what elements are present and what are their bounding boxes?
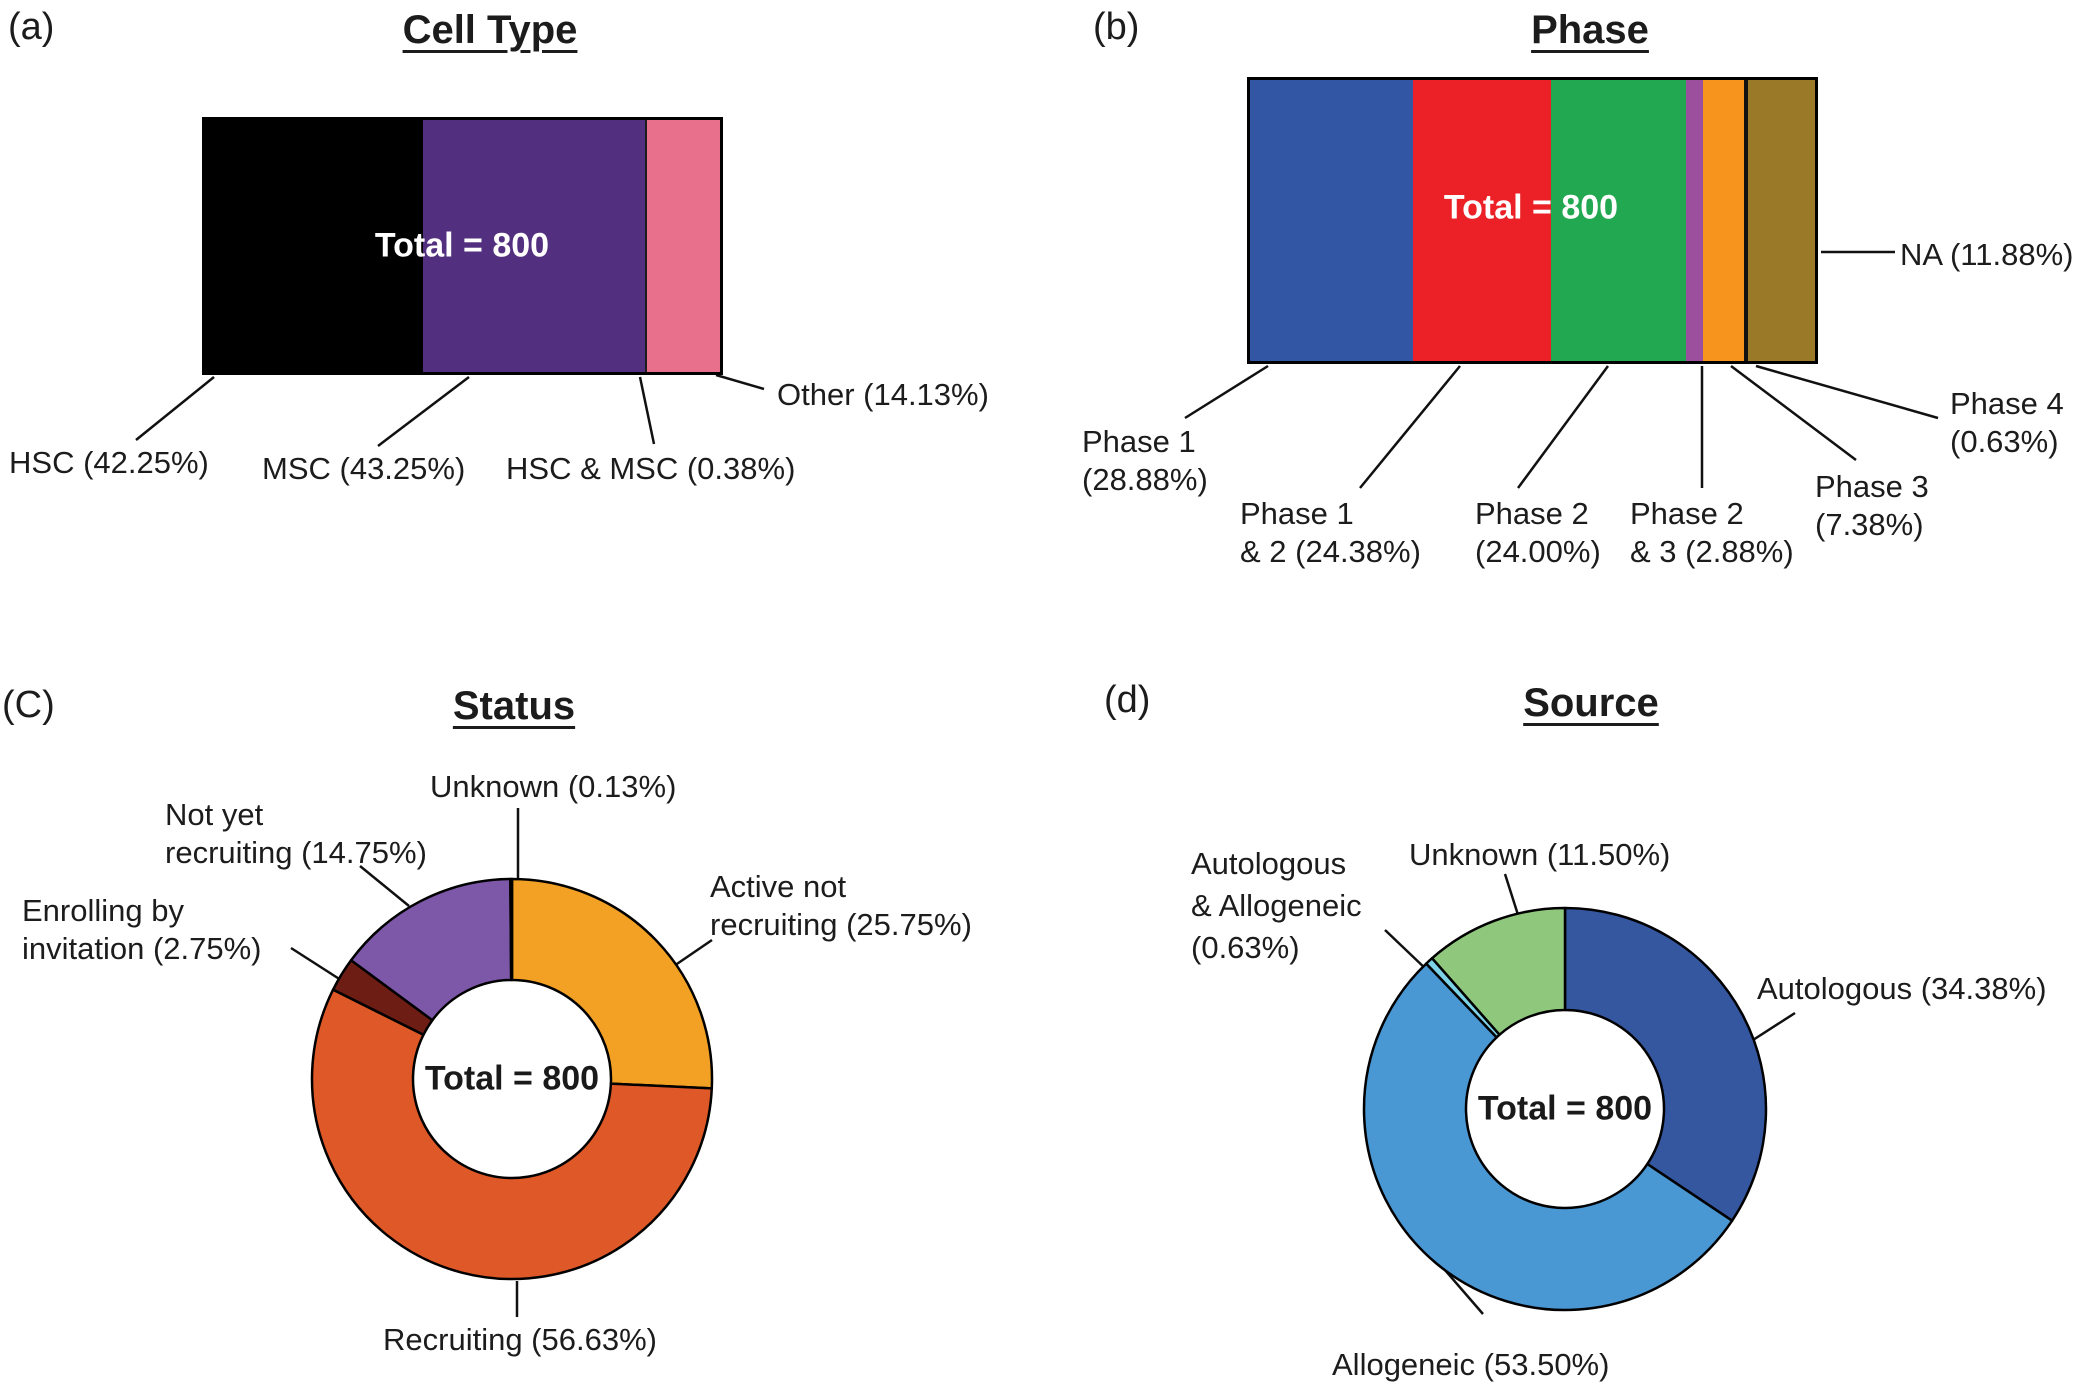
donut-slice-active-not-recruiting bbox=[510, 877, 714, 1090]
donut-slice-allogeneic bbox=[1362, 962, 1734, 1312]
bar-segment-phase-1 bbox=[1250, 80, 1414, 361]
bar-segment-hsc bbox=[205, 120, 423, 372]
bar-segment-other bbox=[647, 120, 720, 372]
leader-line bbox=[715, 373, 765, 391]
cell-type-bar bbox=[202, 117, 723, 375]
leader-line bbox=[290, 946, 345, 984]
donut-slice-enrolling-by-invitation bbox=[331, 958, 434, 1037]
leader-line bbox=[377, 376, 470, 447]
donut-slice-not-yet-recruiting bbox=[349, 877, 513, 1022]
leader-line bbox=[1503, 873, 1521, 919]
label-unknown-status: Unknown (0.13%) bbox=[430, 769, 677, 804]
label-hsc: HSC (42.25%) bbox=[9, 445, 209, 480]
bar-segment-msc bbox=[422, 120, 646, 372]
label-phase-4: Phase 4 (0.63%) bbox=[1950, 386, 2064, 459]
leader-line bbox=[670, 938, 713, 970]
bar-segment-na bbox=[1747, 80, 1816, 361]
label-autologous: Autologous (34.38%) bbox=[1757, 971, 2047, 1006]
bar-segment-phase-4 bbox=[1744, 80, 1748, 361]
leader-line bbox=[1752, 1011, 1796, 1042]
label-phase-3: Phase 3 (7.38%) bbox=[1815, 469, 1929, 542]
label-enrolling-by-invitation: Enrolling by invitation (2.75%) bbox=[22, 893, 262, 966]
bar-segment-hsc-msc bbox=[645, 120, 648, 372]
leader-line bbox=[1384, 929, 1429, 972]
donut-slice-recruiting bbox=[310, 988, 714, 1281]
label-phase-2-3: Phase 2 & 3 (2.88%) bbox=[1630, 496, 1794, 569]
label-other: Other (14.13%) bbox=[777, 377, 989, 412]
donut-slice-unknown bbox=[509, 877, 514, 982]
panel-letter-c: (C) bbox=[2, 684, 55, 726]
panel-letter-a: (a) bbox=[8, 6, 55, 48]
leader-line bbox=[638, 376, 656, 445]
donut-slice-autologous-allogeneic bbox=[1424, 956, 1501, 1039]
total-label: Total = 800 bbox=[424, 1059, 600, 1098]
panel-letter-d: (d) bbox=[1104, 679, 1151, 721]
bar-segment-phase-2 bbox=[1550, 80, 1687, 361]
donut-slice-unknown bbox=[1430, 906, 1567, 1036]
label-allogeneic: Allogeneic (53.50%) bbox=[1332, 1347, 1610, 1382]
donut-slice-autologous bbox=[1563, 906, 1768, 1222]
leader-line bbox=[1437, 1261, 1484, 1315]
panel-letter-b: (b) bbox=[1093, 6, 1140, 48]
leader-line bbox=[135, 376, 215, 441]
leader-line bbox=[1516, 365, 1610, 489]
label-active-not-recruiting: Active not recruiting (25.75%) bbox=[710, 869, 972, 942]
label-recruiting: Recruiting (56.63%) bbox=[383, 1322, 657, 1357]
label-hsc-msc: HSC & MSC (0.38%) bbox=[506, 451, 796, 486]
bar-segment-phase-3 bbox=[1702, 80, 1745, 361]
total-label: Total = 800 bbox=[374, 226, 550, 265]
panel-title-source: Source bbox=[1523, 681, 1659, 725]
total-label: Total = 800 bbox=[1477, 1089, 1653, 1128]
panel-title-phase: Phase bbox=[1531, 8, 1649, 52]
panel-title-status: Status bbox=[452, 684, 576, 728]
label-msc: MSC (43.25%) bbox=[262, 451, 466, 486]
label-autologous-allogeneic: Autologous & Allogeneic (0.63%) bbox=[1191, 846, 1362, 965]
total-label: Total = 800 bbox=[1443, 188, 1619, 227]
leader-line bbox=[1730, 365, 1857, 461]
label-phase-2: Phase 2 (24.00%) bbox=[1475, 496, 1601, 569]
label-na: NA (11.88%) bbox=[1900, 237, 2074, 272]
leader-line bbox=[359, 865, 410, 907]
label-unknown-source: Unknown (11.50%) bbox=[1409, 837, 1671, 872]
bar-segment-phase-2-3 bbox=[1686, 80, 1703, 361]
panel-title-cell-type: Cell Type bbox=[402, 8, 578, 52]
bar-segment-phase-1-2 bbox=[1413, 80, 1551, 361]
label-phase-1-2: Phase 1 & 2 (24.38%) bbox=[1240, 496, 1421, 569]
label-phase-1: Phase 1 (28.88%) bbox=[1082, 424, 1208, 497]
leader-line bbox=[1755, 364, 1939, 420]
label-not-yet-recruiting: Not yet recruiting (14.75%) bbox=[165, 797, 427, 870]
leader-line bbox=[1359, 365, 1461, 489]
phase-bar bbox=[1247, 77, 1818, 364]
leader-line bbox=[1184, 364, 1269, 420]
